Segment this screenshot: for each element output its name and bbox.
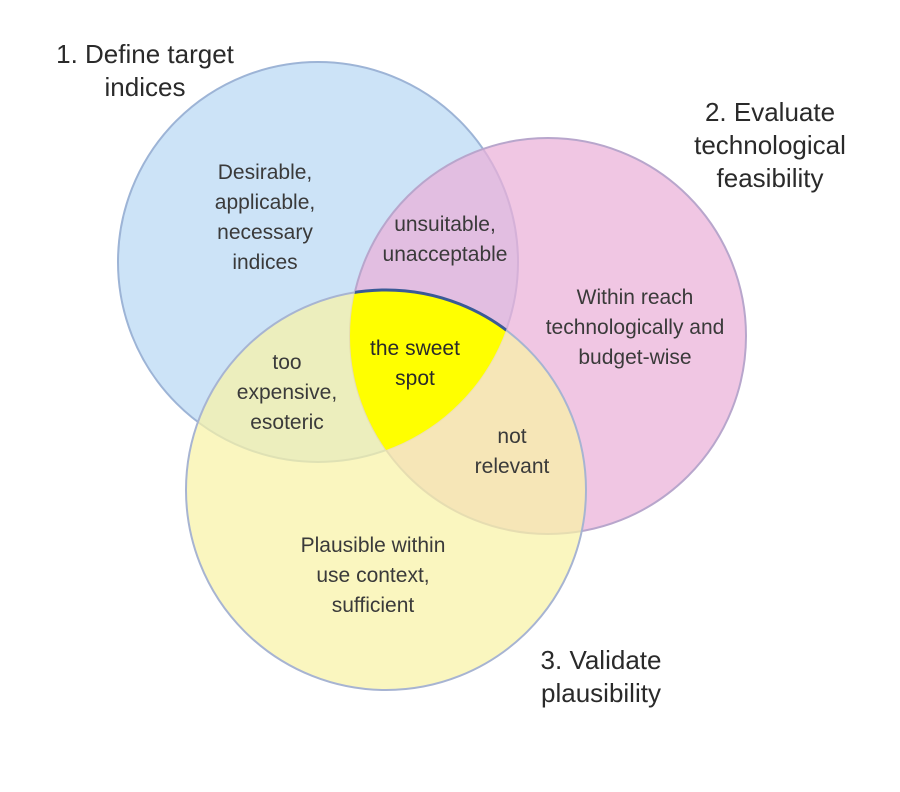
overlap-sweet-spot: the sweet spot [370,337,460,390]
region-plausible: Plausible within use context, sufficient [300,534,446,617]
overlap-unsuitable: unsuitable, unacceptable [382,213,508,266]
heading-evaluate-technological-feasibility: 2. Evaluate technological feasibility [694,97,846,193]
region-within-reach: Within reach technologically and budget-… [545,286,725,369]
heading-define-target-indices: 1. Define target indices [56,39,234,102]
sweet-spot-outline [350,288,518,462]
overlap-not-relevant: not relevant [474,425,550,478]
region-desirable-indices: Desirable, applicable, necessary indices [214,161,316,274]
heading-validate-plausibility: 3. Validate plausibility [540,645,662,708]
overlap-too-expensive: too expensive, esoteric [236,351,338,434]
